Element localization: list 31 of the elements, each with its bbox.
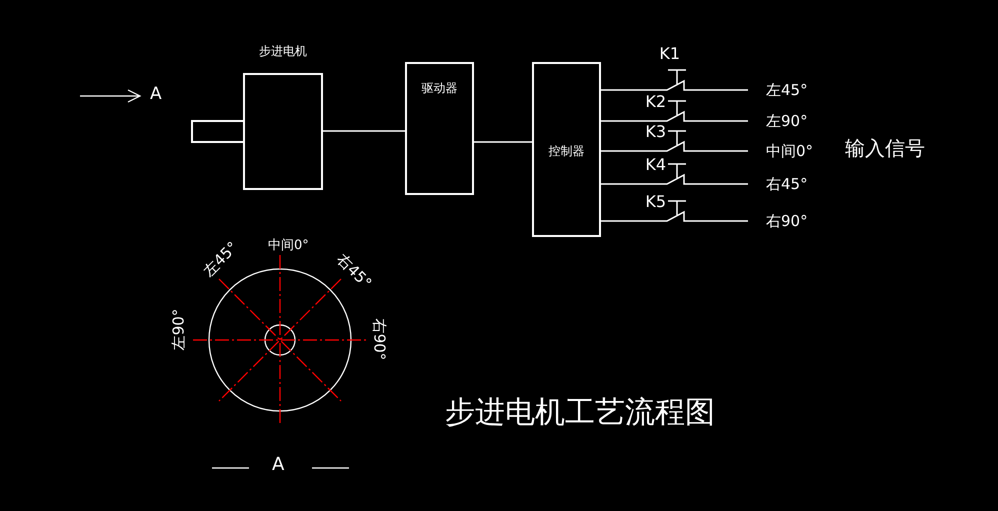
switch-line (601, 200, 748, 222)
signal-label: 左90° (748, 110, 808, 132)
switch-line (601, 69, 748, 91)
connector-line (474, 141, 532, 143)
diagram-title: 步进电机工艺流程图 (445, 394, 715, 432)
signal-label: 中间0° (748, 140, 814, 162)
switch-label: K4 (645, 155, 666, 174)
switch-line (601, 100, 748, 122)
signal-label: 右45° (748, 173, 808, 195)
switch-label: K2 (645, 92, 666, 111)
angle-label: 右90° (369, 318, 388, 360)
signal-heading: 输入信号 (845, 135, 925, 162)
signal-label: 左45° (748, 79, 808, 101)
switch-line (601, 163, 748, 185)
box-heading: 步进电机 (259, 43, 307, 60)
device-box (532, 62, 601, 237)
angle-label: 左90° (169, 308, 188, 350)
box-label: 驱动器 (422, 80, 458, 97)
switch-line (601, 130, 748, 152)
shaft-box (191, 120, 245, 143)
connector-line (323, 130, 405, 132)
switch-label: K5 (645, 192, 666, 211)
view-letter: A (272, 454, 284, 475)
view-letter: A (150, 84, 162, 104)
signal-label: 右90° (748, 210, 808, 232)
angle-label: 右45° (332, 250, 376, 293)
device-box (405, 62, 474, 195)
switch-label: K3 (645, 122, 666, 141)
angle-label: 中间0° (268, 237, 309, 254)
box-label: 控制器 (548, 142, 584, 160)
switch-label: K1 (659, 44, 680, 63)
